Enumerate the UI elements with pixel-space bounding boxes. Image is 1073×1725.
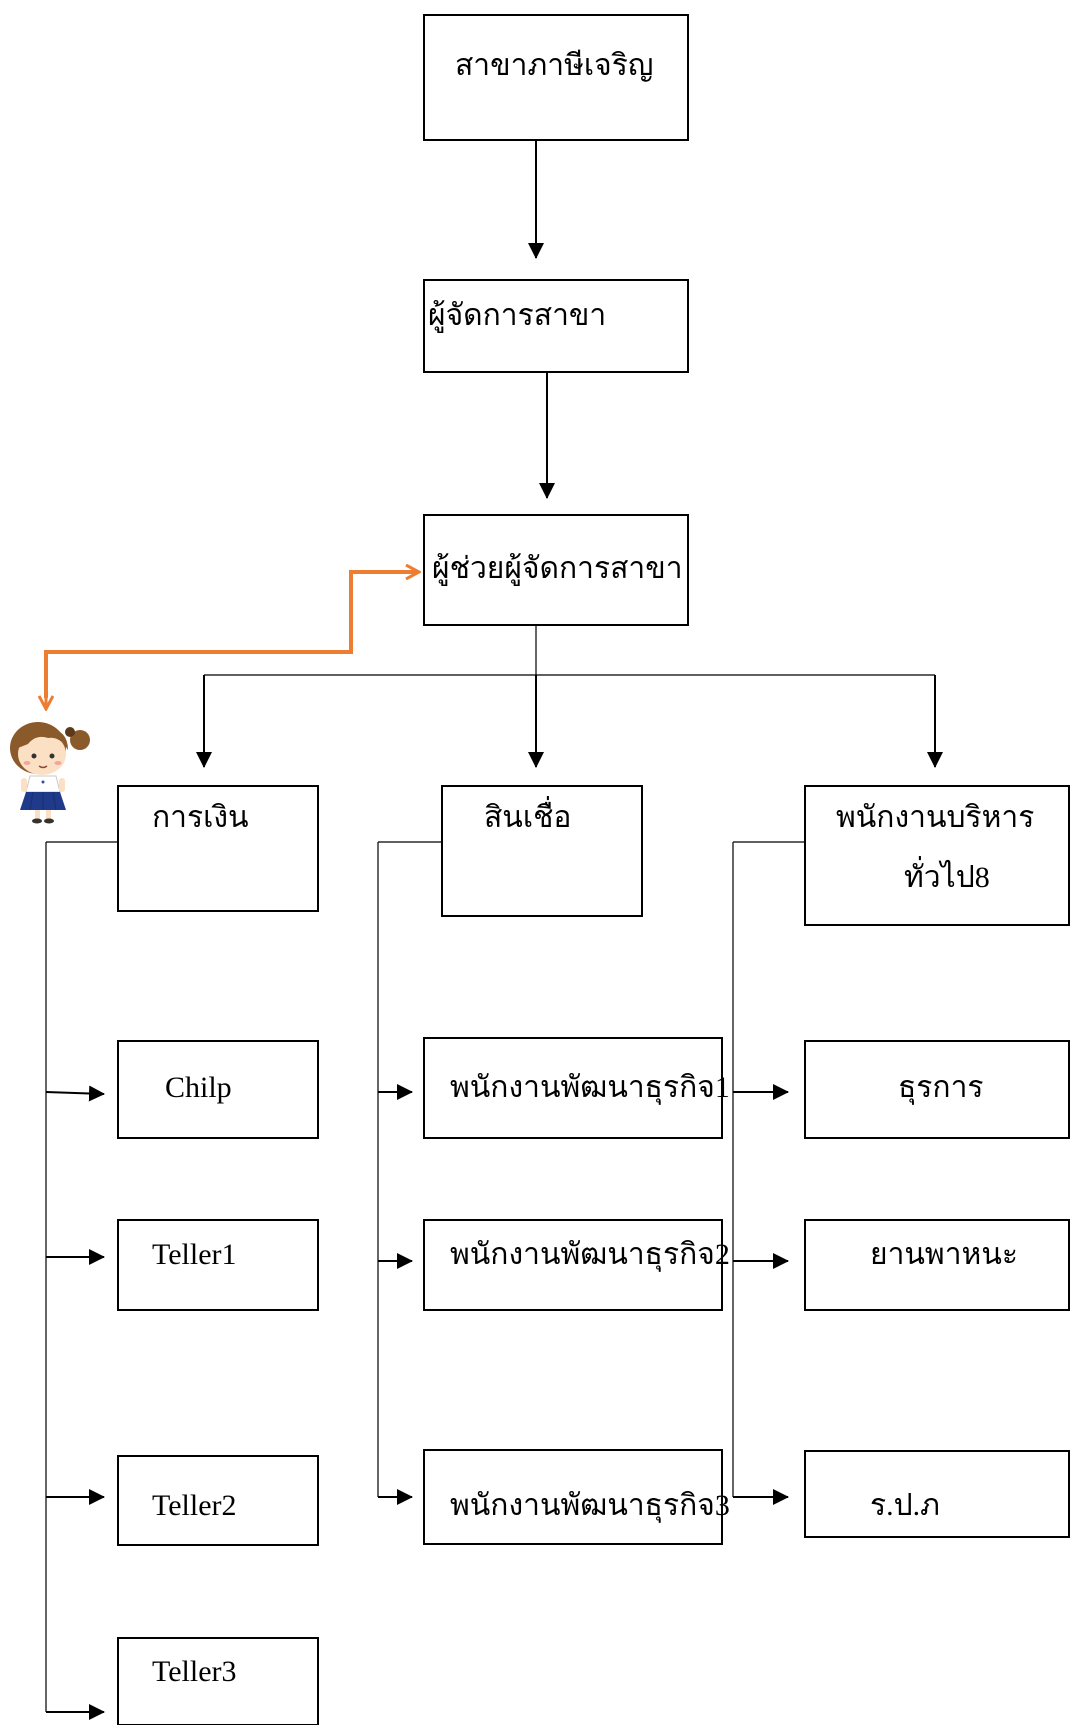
node-teller2: Teller2 <box>117 1455 319 1546</box>
node-bizdev3-label: พนักงานพัฒนาธุรกิจ3 <box>450 1489 730 1524</box>
node-clerical-label: ธุรการ <box>898 1071 984 1106</box>
node-bizdev3: พนักงานพัฒนาธุรกิจ3 <box>423 1449 730 1545</box>
node-chilp: Chilp <box>117 1040 319 1139</box>
node-vehicles: ยานพาหนะ <box>804 1219 1070 1311</box>
node-security: ร.ป.ภ <box>804 1450 1070 1538</box>
node-branch: สาขาภาษีเจริญ <box>423 14 689 141</box>
node-assistant-manager: ผู้ช่วยผู้จัดการสาขา <box>423 514 689 626</box>
node-teller3: Teller3 <box>117 1637 319 1725</box>
node-branch-label: สาขาภาษีเจริญ <box>455 49 653 82</box>
node-teller1-label: Teller1 <box>152 1238 237 1271</box>
connector-finance-subtree <box>45 841 118 1720</box>
node-vehicles-label: ยานพาหนะ <box>870 1238 1018 1271</box>
node-assistant-manager-label: ผู้ช่วยผู้จัดการสาขา <box>432 552 683 586</box>
node-credit: สินเชื่อ <box>441 785 643 917</box>
node-credit-label: สินเชื่อ <box>484 796 571 834</box>
node-clerical: ธุรการ <box>804 1040 1070 1139</box>
node-general-admin-label-line2: ทั่วไป8 <box>904 856 990 894</box>
schoolgirl-character-icon <box>10 722 90 824</box>
node-chilp-label: Chilp <box>165 1071 232 1104</box>
node-finance-label: การเงิน <box>152 801 249 834</box>
node-teller3-label: Teller3 <box>152 1655 237 1688</box>
node-bizdev1: พนักงานพัฒนาธุรกิจ1 <box>423 1037 730 1139</box>
connector-assistant-to-departments <box>196 625 943 768</box>
node-security-label: ร.ป.ภ <box>870 1489 940 1522</box>
node-branch-manager: ผู้จัดการสาขา <box>423 279 689 373</box>
node-general-admin: พนักงานบริหาร ทั่วไป8 <box>804 785 1070 926</box>
node-finance: การเงิน <box>117 785 319 912</box>
node-bizdev2-label: พนักงานพัฒนาธุรกิจ2 <box>450 1238 730 1273</box>
connector-admin-subtree <box>732 841 805 1505</box>
node-teller2-label: Teller2 <box>152 1489 237 1522</box>
node-bizdev2: พนักงานพัฒนาธุรกิจ2 <box>423 1219 730 1311</box>
node-teller1: Teller1 <box>117 1219 319 1311</box>
node-branch-manager-label: ผู้จัดการสาขา <box>428 299 606 333</box>
highlight-path-arrow <box>44 572 418 698</box>
node-bizdev1-label: พนักงานพัฒนาธุรกิจ1 <box>450 1071 730 1106</box>
node-general-admin-label-line1: พนักงานบริหาร <box>836 801 1034 834</box>
connector-credit-subtree <box>377 841 442 1505</box>
